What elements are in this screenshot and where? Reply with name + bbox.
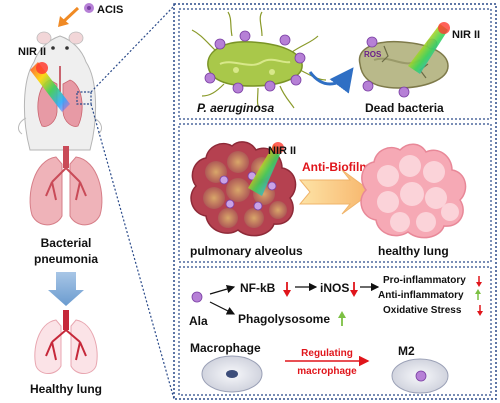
ros-label: ROS	[364, 50, 382, 59]
m2-cell-illustration	[391, 358, 449, 394]
anti-biofilm-arrow-icon	[298, 169, 373, 215]
nfkb-label: NF-kB	[240, 281, 276, 295]
macrophage-label: Macrophage	[190, 341, 261, 355]
nir-beam-top-icon	[408, 24, 448, 74]
healthy-lung-label: healthy lung	[378, 244, 449, 258]
inos-label: iNOS	[320, 281, 349, 295]
regulating-line2: macrophage	[297, 366, 357, 377]
condition-line2: pneumonia	[34, 252, 98, 266]
alveolus-label: pulmonary alveolus	[190, 244, 303, 258]
zoom-line-top	[90, 5, 175, 93]
panel-top	[178, 8, 492, 120]
anti-biofilm-label: Anti-Biofilm	[302, 160, 370, 174]
ala-particle-icon	[191, 291, 203, 303]
outcome-label: Healthy lung	[30, 382, 102, 396]
phago-up-arrow-icon	[338, 311, 346, 326]
condition-line1: Bacterial	[41, 236, 92, 250]
bacteria-label: P. aeruginosa	[197, 101, 274, 115]
nfkb-down-arrow-icon	[283, 282, 291, 297]
panel-bottom	[178, 266, 492, 396]
live-bacterium-illustration	[191, 11, 327, 111]
nir-source-middle-icon	[272, 142, 284, 154]
middle-nir-label: NIR II	[268, 145, 296, 157]
panel-middle	[178, 123, 492, 263]
nanoparticle-icon	[84, 3, 94, 13]
anti-inflammatory-label: Anti-inflammatory	[378, 290, 464, 301]
macrophage-cell-illustration	[201, 355, 263, 393]
nir-beam-icon	[30, 62, 70, 112]
ala-label: Ala	[189, 314, 208, 328]
healthy-lung-illustration	[34, 310, 98, 374]
left-nir-label: NIR II	[18, 46, 46, 58]
kill-arrow-icon	[308, 67, 354, 94]
inos-down-arrow-icon	[350, 282, 358, 297]
regulating-line1: Regulating	[301, 348, 353, 359]
ox-down-arrow-icon	[477, 305, 483, 316]
pneumonia-lung-illustration	[29, 146, 103, 226]
nanoparticles-top-left	[204, 30, 306, 94]
pro-inflammatory-label: Pro-inflammatory	[383, 275, 466, 286]
top-nir-label: NIR II	[452, 29, 480, 41]
nir-beam-middle-icon	[248, 144, 282, 196]
acis-arrow-icon	[58, 6, 80, 27]
zoom-line-bottom	[90, 103, 175, 400]
zoom-region	[76, 91, 92, 105]
pro-down-arrow-icon	[476, 276, 482, 287]
arrow-to-phago	[209, 301, 236, 315]
anti-up-arrow-icon	[475, 289, 481, 300]
recovery-arrow-icon	[48, 272, 84, 306]
arrow-to-nfkb	[209, 284, 236, 295]
healthy-alveolus-illustration	[360, 143, 467, 239]
right-frame	[173, 3, 497, 400]
oxidative-stress-label: Oxidative Stress	[383, 305, 462, 316]
acis-label: ACIS	[97, 4, 123, 16]
phagolysosome-label: Phagolysosome	[238, 312, 330, 326]
m2-label: M2	[398, 344, 415, 358]
nir-source-top-icon	[438, 22, 450, 34]
dead-bacteria-label: Dead bacteria	[365, 101, 444, 115]
